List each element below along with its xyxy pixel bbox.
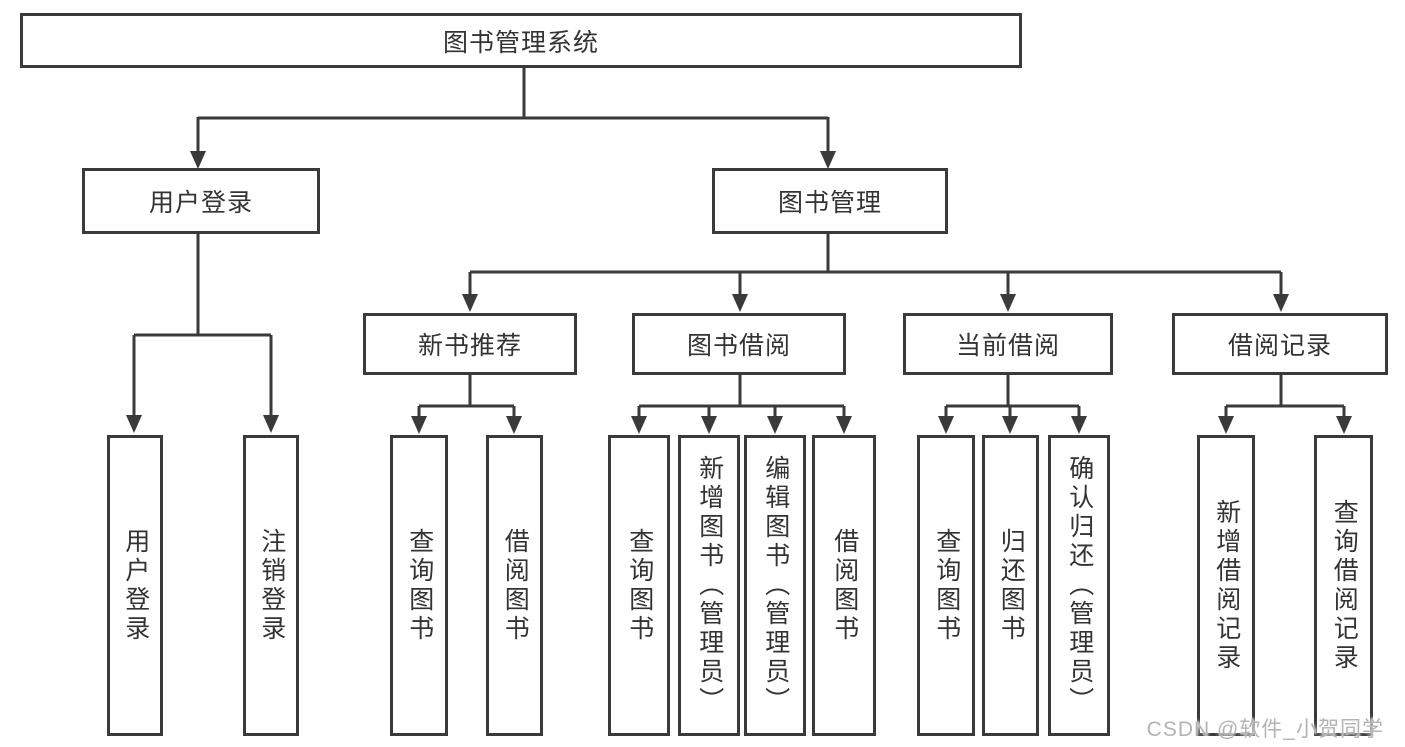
leaf-label: 借阅图书 xyxy=(501,527,530,644)
leaf-label: 查询图书 xyxy=(625,527,654,644)
leaf-label: 新增图书（管理员） xyxy=(695,455,724,716)
node-label: 借阅记录 xyxy=(1227,332,1332,360)
node-label: 新书推荐 xyxy=(417,332,522,360)
leaf-user-login: 用户登录 xyxy=(107,435,163,736)
node-user-login: 用户登录 xyxy=(82,168,320,234)
leaf-label: 编辑图书（管理员） xyxy=(761,455,790,716)
leaf-edit-book-admin: 编辑图书（管理员） xyxy=(744,435,806,736)
node-library-management-system: 图书管理系统 xyxy=(20,13,1022,68)
leaf-label: 查询图书 xyxy=(932,527,961,644)
node-label: 用户登录 xyxy=(148,189,253,217)
leaf-logout: 注销登录 xyxy=(243,435,299,736)
node-current-borrowing: 当前借阅 xyxy=(903,313,1113,375)
node-label: 图书借阅 xyxy=(686,332,791,360)
node-borrowing-records: 借阅记录 xyxy=(1172,313,1388,375)
leaf-add-borrow-record: 新增借阅记录 xyxy=(1197,435,1255,736)
leaf-query-books-borrow: 查询图书 xyxy=(608,435,670,736)
leaf-label: 查询图书 xyxy=(405,527,434,644)
leaf-label: 新增借阅记录 xyxy=(1212,498,1241,673)
leaf-query-borrow-record: 查询借阅记录 xyxy=(1314,435,1373,736)
node-label: 当前借阅 xyxy=(955,332,1060,360)
leaf-return-books: 归还图书 xyxy=(982,435,1039,736)
leaf-borrow-books: 借阅图书 xyxy=(812,435,876,736)
leaf-label: 确认归还（管理员） xyxy=(1065,455,1094,716)
node-book-borrowing: 图书借阅 xyxy=(632,313,846,375)
leaf-query-books-current: 查询图书 xyxy=(917,435,975,736)
leaf-borrow-books-recommend: 借阅图书 xyxy=(486,435,543,736)
node-book-management: 图书管理 xyxy=(712,168,948,234)
arrowheads xyxy=(126,151,1352,434)
leaf-label: 归还图书 xyxy=(997,527,1026,644)
leaf-label: 借阅图书 xyxy=(830,527,859,644)
leaf-query-books-recommend: 查询图书 xyxy=(390,435,448,736)
leaf-add-book-admin: 新增图书（管理员） xyxy=(678,435,740,736)
watermark: CSDN @软件_小贺同学 xyxy=(1146,718,1384,741)
node-new-book-recommendation: 新书推荐 xyxy=(363,313,577,375)
leaf-confirm-return-admin: 确认归还（管理员） xyxy=(1048,435,1110,736)
leaf-label: 查询借阅记录 xyxy=(1330,498,1359,673)
node-label: 图书管理系统 xyxy=(442,28,599,57)
leaf-label: 注销登录 xyxy=(257,527,286,644)
node-label: 图书管理 xyxy=(777,189,882,217)
leaf-label: 用户登录 xyxy=(121,527,150,644)
